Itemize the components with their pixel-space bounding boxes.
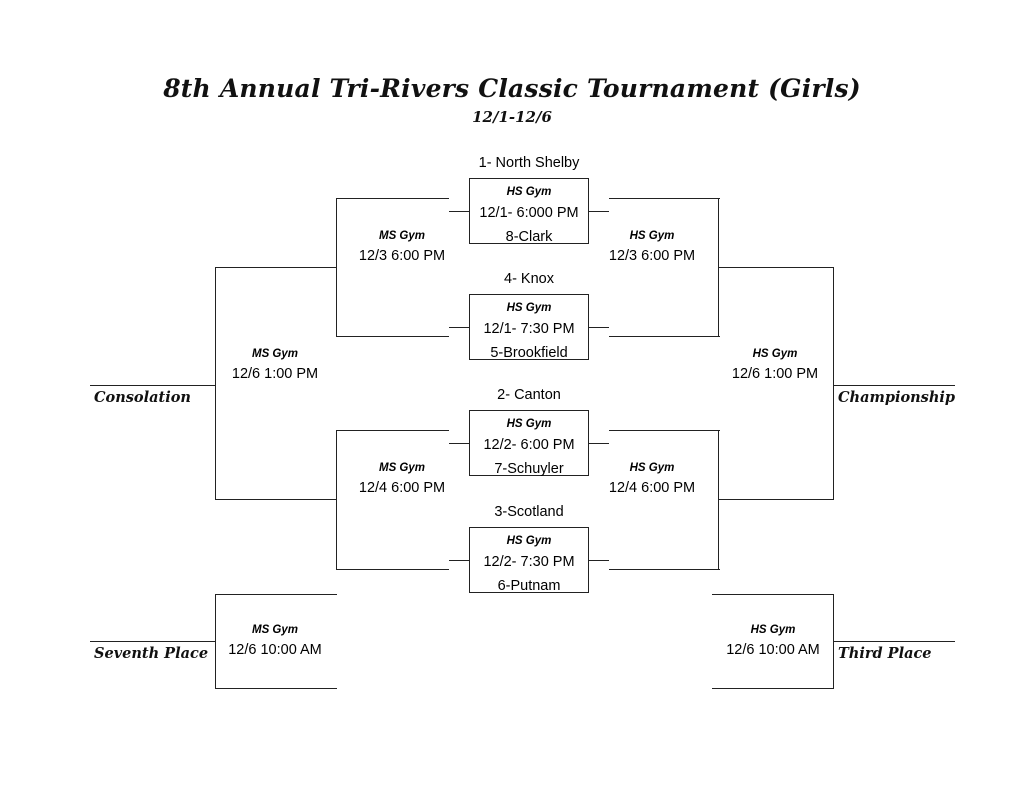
- bracket-upper-right-top: [609, 198, 720, 199]
- connector-game4-right: [589, 560, 609, 561]
- seventh-place-game-info: MS Gym 12/6 10:00 AM: [210, 624, 340, 659]
- connector-game3-left: [449, 443, 469, 444]
- connector-game4-left: [449, 560, 469, 561]
- connector-game3-right: [589, 443, 609, 444]
- championship-game-gym: HS Gym: [752, 348, 798, 360]
- game-1-datetime: 12/1- 6:000 PM: [479, 204, 579, 221]
- game-3-opponent: 7-Schuyler: [494, 460, 564, 477]
- page-subtitle-dates: 12/1-12/6: [472, 108, 552, 126]
- bracket-upper-left-top: [336, 198, 449, 199]
- connector-game1-right: [589, 211, 609, 212]
- game-4-datetime: 12/2- 7:30 PM: [483, 553, 575, 570]
- round2-upper-left-datetime: 12/3 6:00 PM: [358, 247, 446, 264]
- connector-game2-left: [449, 327, 469, 328]
- connector-game2-right: [589, 327, 609, 328]
- page-title: 8th Annual Tri-Rivers Classic Tournament…: [163, 74, 861, 103]
- bracket-third-out: [833, 641, 955, 642]
- game-3-datetime: 12/2- 6:00 PM: [483, 436, 575, 453]
- bracket-lower-right-spine: [718, 430, 719, 570]
- round2-lower-right-info: HS Gym 12/4 6:00 PM: [587, 462, 717, 497]
- game-2-gym: HS Gym: [506, 302, 552, 314]
- round2-lower-left-datetime: 12/4 6:00 PM: [358, 479, 446, 496]
- bracket-championship-top: [718, 267, 834, 268]
- bracket-lower-right-bottom: [609, 569, 720, 570]
- bracket-upper-left-bottom: [336, 336, 449, 337]
- bracket-lower-left-spine: [336, 430, 337, 570]
- game-box-2[interactable]: 4- Knox HS Gym 12/1- 7:30 PM 5-Brookfiel…: [469, 271, 589, 361]
- consolation-game-info: MS Gym 12/6 1:00 PM: [210, 348, 340, 383]
- connector-game1-left: [449, 211, 469, 212]
- championship-game-info: HS Gym 12/6 1:00 PM: [710, 348, 840, 383]
- bracket-championship-bottom: [718, 499, 834, 500]
- bracket-consolation-top: [215, 267, 337, 268]
- game-box-1[interactable]: 1- North Shelby HS Gym 12/1- 6:000 PM 8-…: [469, 155, 589, 245]
- bracket-consolation-bottom: [215, 499, 337, 500]
- round2-upper-right-datetime: 12/3 6:00 PM: [608, 247, 696, 264]
- game-box-4[interactable]: 3-Scotland HS Gym 12/2- 7:30 PM 6-Putnam: [469, 504, 589, 594]
- game-4-gym: HS Gym: [506, 535, 552, 547]
- bracket-upper-right-bottom: [609, 336, 720, 337]
- seventh-place-game-datetime: 12/6 10:00 AM: [228, 641, 322, 658]
- bracket-lower-right-top: [609, 430, 720, 431]
- round2-upper-right-gym: HS Gym: [629, 230, 675, 242]
- championship-label: Championship: [838, 389, 956, 406]
- round2-lower-right-datetime: 12/4 6:00 PM: [608, 479, 696, 496]
- bracket-consolation-out: [90, 385, 216, 386]
- round2-upper-right-info: HS Gym 12/3 6:00 PM: [587, 230, 717, 265]
- seventh-place-label: Seventh Place: [94, 645, 209, 662]
- round2-lower-left-info: MS Gym 12/4 6:00 PM: [337, 462, 467, 497]
- game-box-3[interactable]: 2- Canton HS Gym 12/2- 6:00 PM 7-Schuyle…: [469, 387, 589, 477]
- bracket-seventh-bottom: [215, 688, 337, 689]
- game-4-opponent: 6-Putnam: [497, 577, 561, 594]
- bracket-third-bottom: [712, 688, 834, 689]
- round2-lower-right-gym: HS Gym: [629, 462, 675, 474]
- round2-lower-left-gym: MS Gym: [378, 462, 425, 474]
- game-1-seed-label: 1- North Shelby: [478, 155, 580, 171]
- game-1-opponent: 8-Clark: [505, 228, 553, 245]
- bracket-seventh-top: [215, 594, 337, 595]
- consolation-game-gym: MS Gym: [251, 348, 298, 360]
- bracket-championship-spine: [833, 267, 834, 500]
- bracket-championship-out: [833, 385, 955, 386]
- third-place-game-info: HS Gym 12/6 10:00 AM: [708, 624, 838, 659]
- round2-upper-left-gym: MS Gym: [378, 230, 425, 242]
- third-place-label: Third Place: [838, 645, 932, 662]
- game-4-seed-label: 3-Scotland: [494, 504, 564, 520]
- third-place-game-datetime: 12/6 10:00 AM: [726, 641, 820, 658]
- bracket-seventh-out: [90, 641, 216, 642]
- game-2-opponent: 5-Brookfield: [490, 344, 568, 361]
- game-3-seed-label: 2- Canton: [497, 387, 561, 403]
- seventh-place-game-gym: MS Gym: [251, 624, 298, 636]
- game-2-datetime: 12/1- 7:30 PM: [483, 320, 575, 337]
- bracket-third-top: [712, 594, 834, 595]
- championship-game-datetime: 12/6 1:00 PM: [731, 365, 819, 382]
- bracket-lower-left-top: [336, 430, 449, 431]
- game-1-gym: HS Gym: [506, 186, 552, 198]
- consolation-game-datetime: 12/6 1:00 PM: [231, 365, 319, 382]
- game-3-gym: HS Gym: [506, 418, 552, 430]
- third-place-game-gym: HS Gym: [750, 624, 796, 636]
- bracket-lower-left-bottom: [336, 569, 449, 570]
- bracket-consolation-spine: [215, 267, 216, 500]
- consolation-label: Consolation: [94, 389, 191, 406]
- game-2-seed-label: 4- Knox: [504, 271, 554, 287]
- round2-upper-left-info: MS Gym 12/3 6:00 PM: [337, 230, 467, 265]
